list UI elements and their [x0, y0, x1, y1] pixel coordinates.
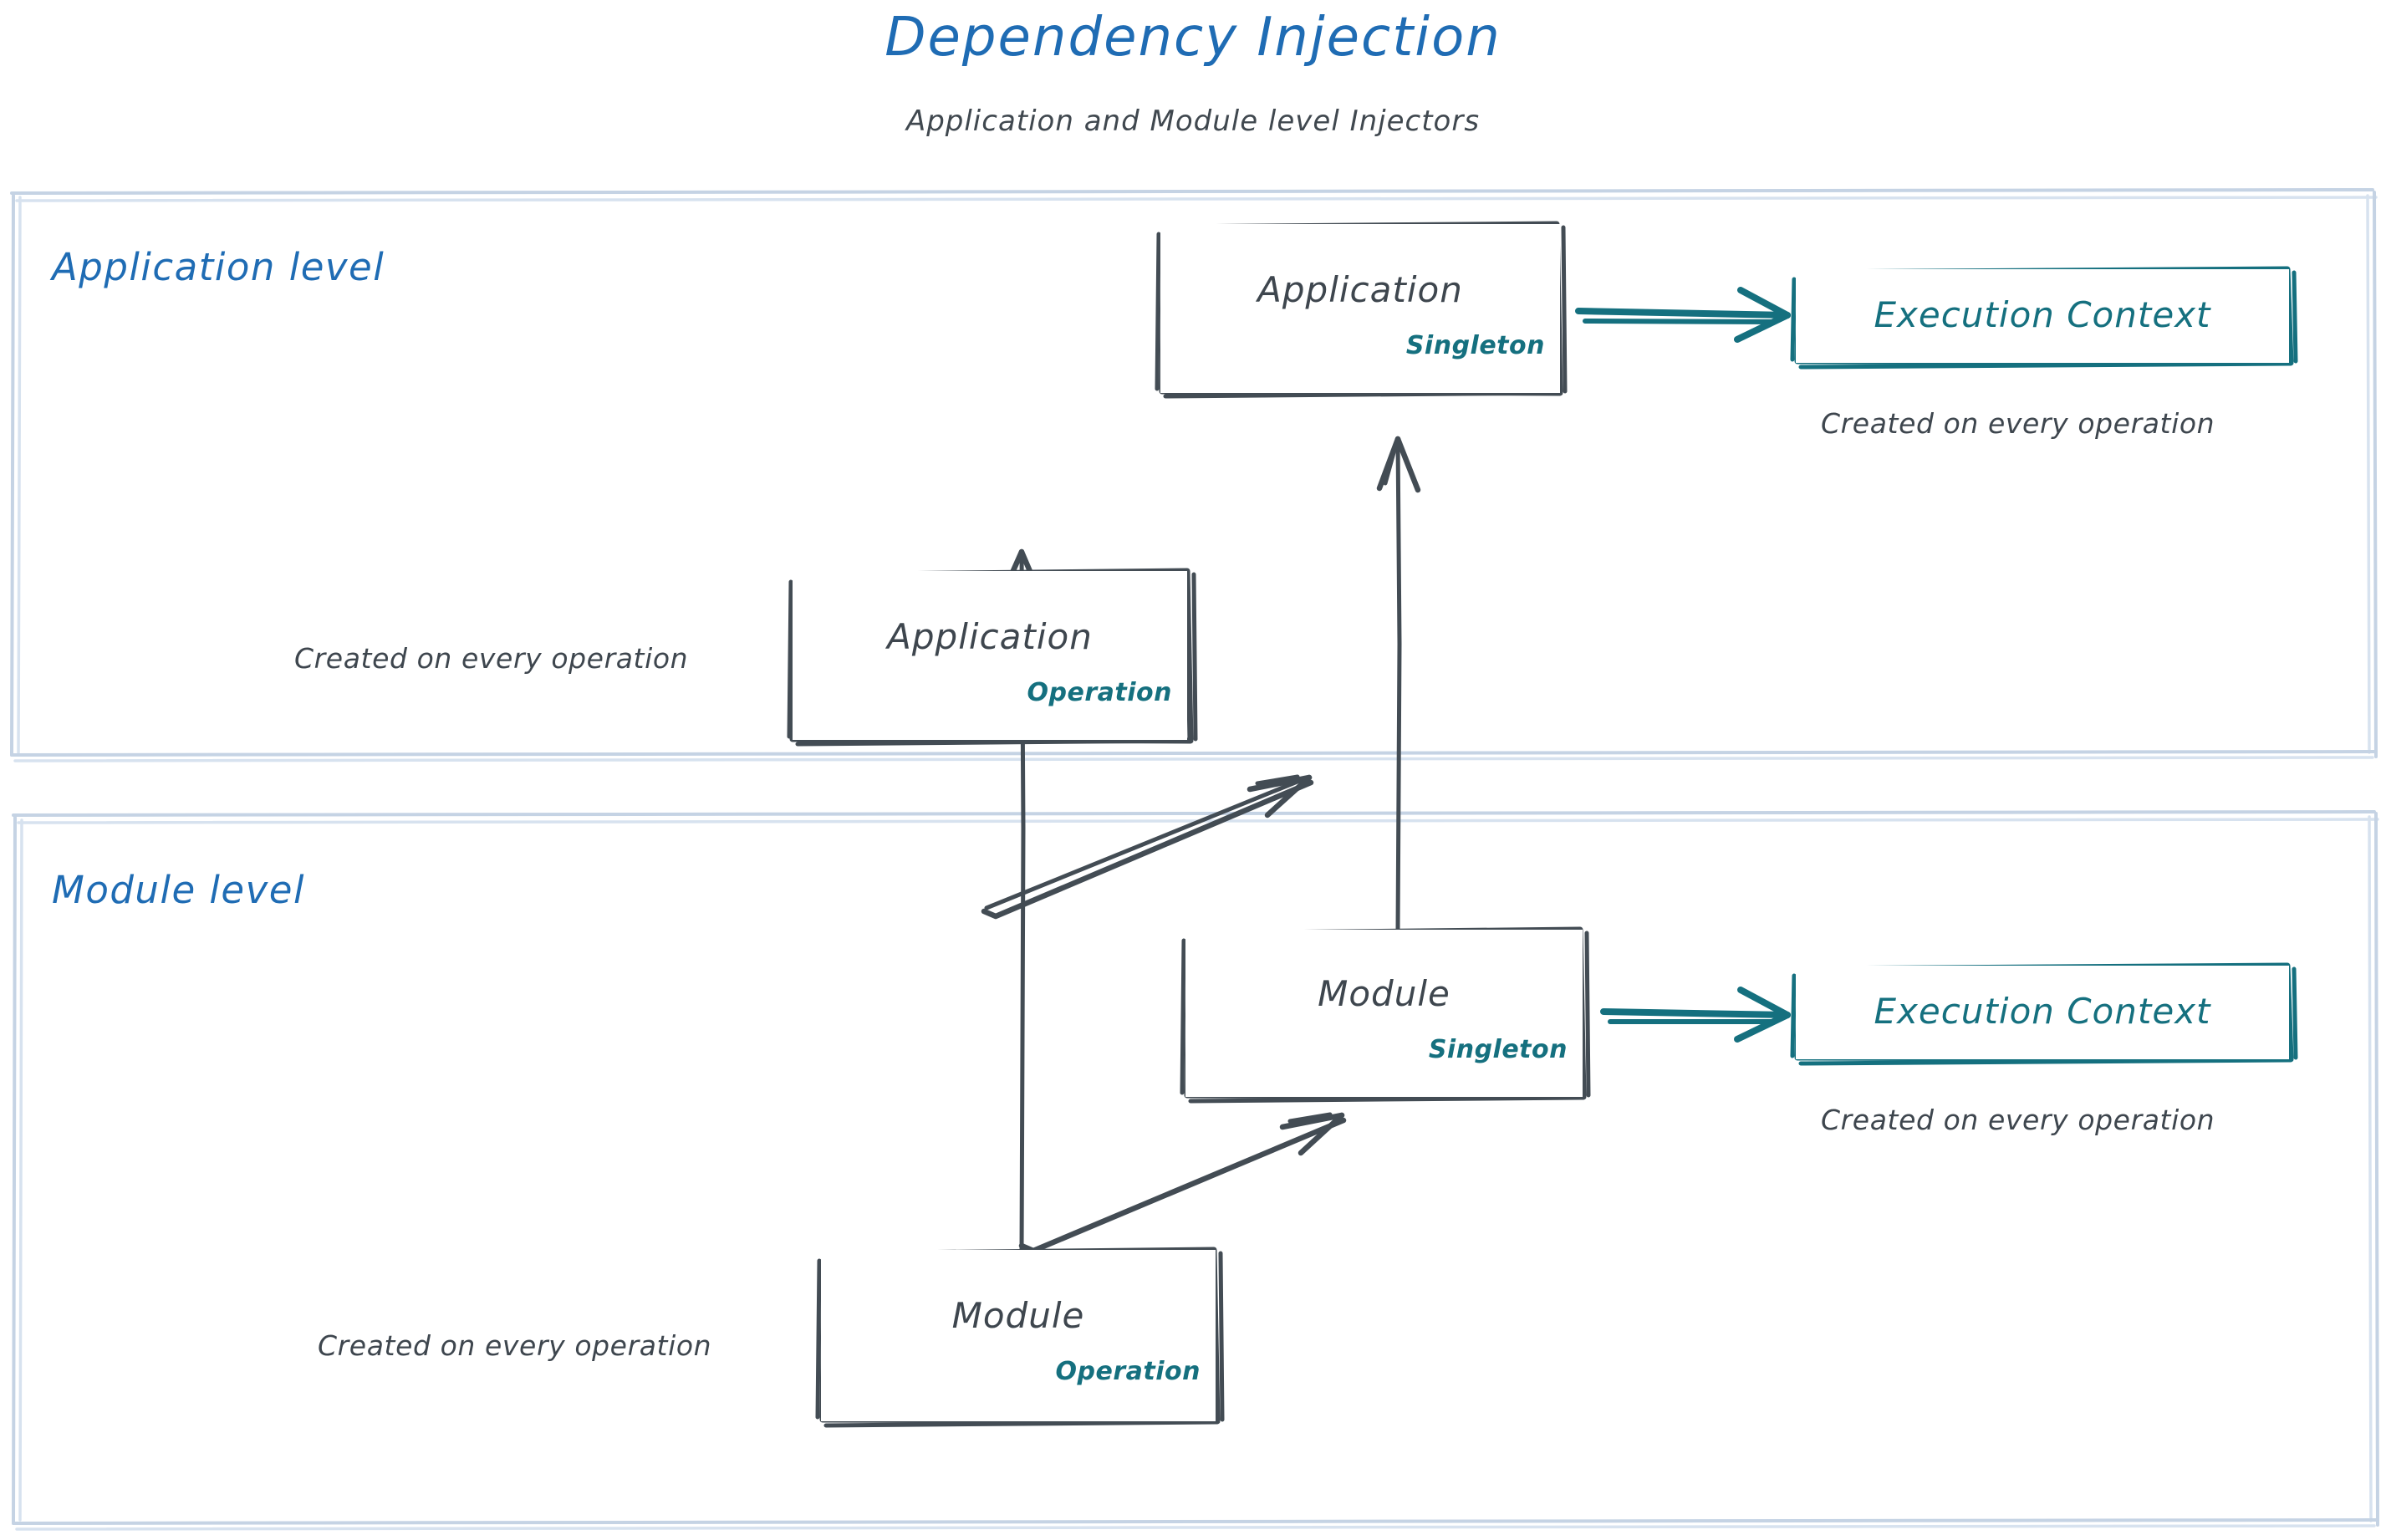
node-application-singleton[interactable]: Application Singleton [1160, 224, 1560, 393]
node-module-singleton[interactable]: Module Singleton [1185, 930, 1583, 1097]
node-execution-context-application[interactable]: Execution Context [1796, 269, 2289, 363]
node-module-operation-scope: Operation [1055, 1357, 1201, 1386]
caption-module-operation: Created on every operation [318, 1329, 712, 1362]
lane-module-level-border [12, 810, 2379, 1531]
node-application-singleton-scope: Singleton [1405, 331, 1545, 360]
node-application-singleton-title: Application [1257, 269, 1463, 310]
lane-label-application-level: Application level [52, 245, 385, 289]
node-module-operation[interactable]: Module Operation [821, 1250, 1216, 1421]
page-subtitle: Application and Module level Injectors [905, 105, 1481, 138]
node-application-operation-scope: Operation [1027, 678, 1172, 707]
page-title: Dependency Injection [885, 7, 1501, 69]
node-application-operation[interactable]: Application Operation [793, 571, 1187, 740]
edge-mod-operation-to-mod-singleton [1018, 1112, 1347, 1254]
node-application-operation-title: Application [887, 616, 1093, 657]
node-execution-context-module-title: Execution Context [1874, 991, 2211, 1032]
edge-mod-singleton-to-ctx-mod [1600, 987, 1791, 1043]
node-module-operation-title: Module [951, 1295, 1085, 1336]
edge-app-operation-to-app-singleton [981, 774, 1314, 920]
caption-execution-context-module: Created on every operation [1821, 1104, 2215, 1136]
node-execution-context-module[interactable]: Execution Context [1796, 966, 2289, 1059]
node-module-singleton-scope: Singleton [1428, 1035, 1568, 1064]
caption-application-operation: Created on every operation [294, 642, 689, 675]
caption-execution-context-application: Created on every operation [1821, 407, 2215, 440]
lane-label-module-level: Module level [52, 868, 305, 912]
node-execution-context-application-title: Execution Context [1874, 294, 2211, 335]
node-module-singleton-title: Module [1318, 973, 1450, 1014]
edge-app-singleton-to-ctx-app [1575, 287, 1791, 343]
edge-mod-singleton-to-app-singleton [1376, 436, 1421, 932]
